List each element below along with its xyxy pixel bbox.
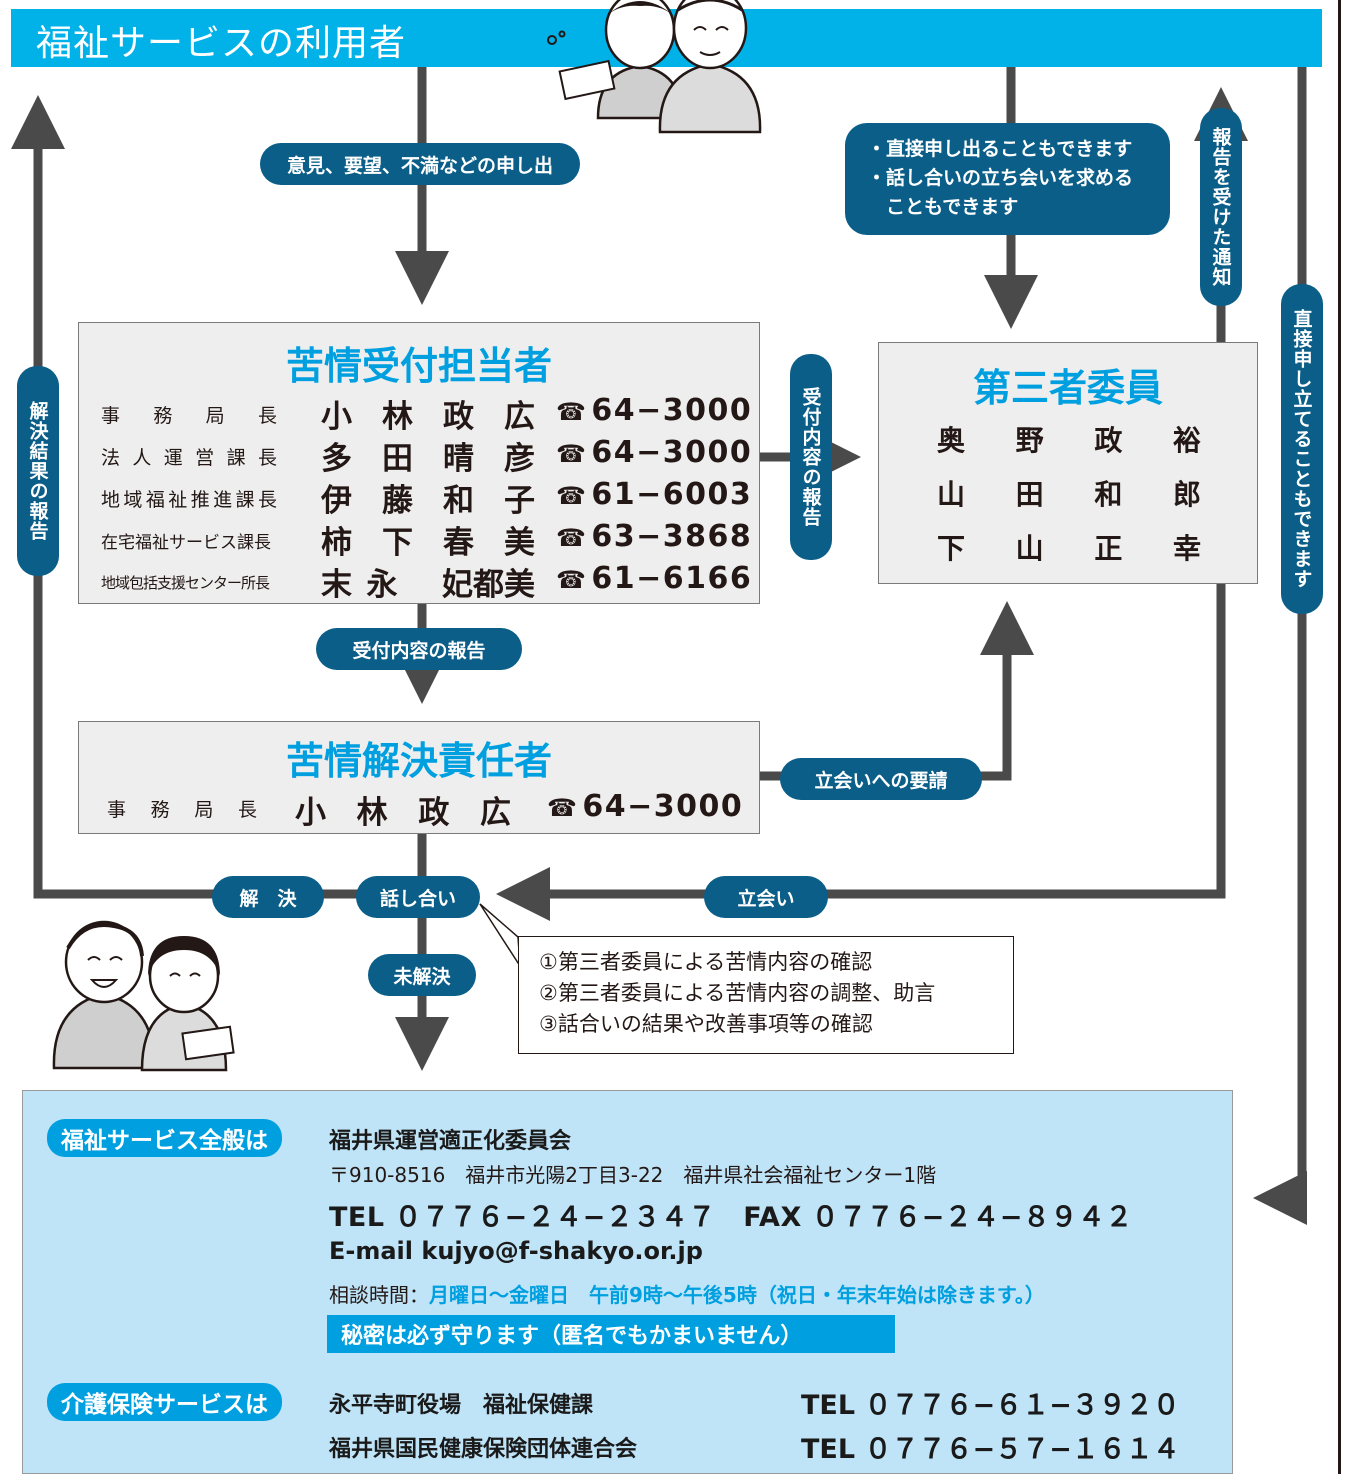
label-report-notice: 報告を受けた通知 xyxy=(1200,108,1242,306)
hours-value: 月曜日～金曜日 午前9時～午後5時（祝日・年末年始は除きます。） xyxy=(429,1283,1045,1307)
care-tel-1: TEL ０７７６−６１−３９２０ xyxy=(801,1390,1180,1421)
contact-panel: 福祉サービス全般は 福井県運営適正化委員会 〒910-8516 福井市光陽2丁目… xyxy=(22,1090,1233,1474)
receiver-role: 在宅福祉サービス課長 xyxy=(101,533,271,553)
receiver-phone: ☎63−3868 xyxy=(556,519,753,554)
receiver-role: 事務局長 xyxy=(101,405,277,427)
receiver-title: 苦情受付担当者 xyxy=(285,344,552,388)
committee-member: 下山正幸 xyxy=(937,532,1201,565)
label-report-to-committee: 受付内容の報告 xyxy=(790,354,832,560)
care-tel-2: TEL ０７７６−５７−１６１４ xyxy=(801,1434,1180,1465)
receiver-name: 多田晴彦 xyxy=(321,441,535,477)
resolver-role: 事務局長 xyxy=(107,799,257,821)
receiver-row: 事務局長 小林政広 ☎64−3000 xyxy=(101,389,751,435)
receiver-box: 苦情受付担当者 事務局長 小林政広 ☎64−3000 法人運営課長 多田晴彦 ☎… xyxy=(78,322,760,604)
receiver-name: 小林政広 xyxy=(321,399,535,435)
receiver-name: 末永妃都美 xyxy=(321,567,535,603)
phone-icon: ☎ xyxy=(556,524,588,552)
direct-note-line-1: ・直接申し出ることもできます xyxy=(867,138,1133,160)
receiver-row: 在宅福祉サービス課長 柿下春美 ☎63−3868 xyxy=(101,515,751,561)
receiver-role: 地域福祉推進課長 xyxy=(101,489,277,511)
receiver-phone: ☎61−6003 xyxy=(556,477,753,512)
receiver-row: 地域福祉推進課長 伊藤和子 ☎61−6003 xyxy=(101,473,751,519)
general-hours: 相談時間：月曜日～金曜日 午前9時～午後5時（祝日・年末年始は除きます。） xyxy=(329,1279,1045,1308)
receiver-row: 地域包括支援センター所長 末永妃都美 ☎61−6166 xyxy=(101,557,751,603)
direct-note-line-2: ・話し合いの立ち会いを求める xyxy=(867,167,1134,189)
general-org: 福井県運営適正化委員会 xyxy=(329,1129,572,1154)
label-direct-file: 直接申し立てることもできます xyxy=(1281,284,1323,614)
general-email: E-mail kujyo@f-shakyo.or.jp xyxy=(329,1237,703,1265)
care-org-2: 福井県国民健康保険団体連合会 xyxy=(329,1437,638,1462)
label-report-to-resolver: 受付内容の報告 xyxy=(316,628,522,670)
label-witness: 立会い xyxy=(704,876,828,918)
care-label: 介護保険サービスは xyxy=(47,1383,282,1421)
arrow-direct-file xyxy=(1253,67,1307,1225)
direct-note-line-3: こともできます xyxy=(867,196,1019,218)
phone-icon: ☎ xyxy=(556,440,588,468)
callout-step-3: ③話合いの結果や改善事項等の確認 xyxy=(539,1012,873,1036)
general-tel-fax: TEL ０７７６−２４−２３４７ FAX ０７７６−２４−８９４２ xyxy=(329,1202,1133,1233)
receiver-row: 法人運営課長 多田晴彦 ☎64−3000 xyxy=(101,431,751,477)
resolver-title: 苦情解決責任者 xyxy=(285,739,552,783)
hours-label: 相談時間： xyxy=(329,1283,429,1307)
general-address: 〒910-8516 福井市光陽2丁目3-22 福井県社会福祉センター1階 xyxy=(329,1163,937,1187)
receiver-name: 伊藤和子 xyxy=(321,483,535,519)
receiver-role: 法人運営課長 xyxy=(101,447,277,469)
callout-step-2: ②第三者委員による苦情内容の調整、助言 xyxy=(539,981,936,1005)
label-resolved: 解 決 xyxy=(212,876,324,918)
committee-member: 奥野政裕 xyxy=(937,424,1201,457)
receiver-name: 柿下春美 xyxy=(321,525,535,561)
phone-icon: ☎ xyxy=(556,398,588,426)
couple-illustration-top xyxy=(547,0,762,134)
general-label: 福祉サービス全般は xyxy=(47,1119,282,1157)
receiver-role: 地域包括支援センター所長 xyxy=(101,574,270,592)
label-discussion: 話し合い xyxy=(356,876,480,918)
committee-title: 第三者委員 xyxy=(972,366,1163,410)
arrow-witness-request xyxy=(760,601,1034,781)
secrecy-banner: 秘密は必ず守ります（匿名でもかまいません） xyxy=(327,1315,895,1353)
label-resolution-report: 解決結果の報告 xyxy=(17,366,59,576)
receiver-phone: ☎64−3000 xyxy=(556,393,753,428)
label-opinion: 意見、要望、不満などの申し出 xyxy=(260,143,580,185)
receiver-phone: ☎64−3000 xyxy=(556,435,753,470)
receiver-phone: ☎61−6166 xyxy=(556,561,753,596)
care-org-1: 永平寺町役場 福祉保健課 xyxy=(329,1393,594,1418)
phone-icon: ☎ xyxy=(556,482,588,510)
page-edge-rule xyxy=(1338,0,1341,1474)
resolver-box: 苦情解決責任者 事務局長 小林政広 ☎64−3000 xyxy=(78,721,760,834)
callout-step-1: ①第三者委員による苦情内容の確認 xyxy=(539,950,873,974)
phone-icon: ☎ xyxy=(547,794,579,822)
label-unresolved: 未解決 xyxy=(368,954,476,996)
label-witness-request: 立会いへの要請 xyxy=(780,758,982,800)
committee-box: 第三者委員 奥野政裕 山田和郎 下山正幸 xyxy=(878,342,1258,584)
resolver-phone: ☎64−3000 xyxy=(547,789,744,824)
phone-icon: ☎ xyxy=(556,566,588,594)
page-title: 福祉サービスの利用者 xyxy=(36,23,407,64)
committee-member: 山田和郎 xyxy=(937,478,1201,511)
couple-illustration-bottom xyxy=(52,920,235,1072)
callout-steps: ①第三者委員による苦情内容の確認 ②第三者委員による苦情内容の調整、助言 ③話合… xyxy=(518,936,1014,1054)
resolver-name: 小林政広 xyxy=(295,795,511,831)
label-direct-note: ・直接申し出ることもできます ・話し合いの立ち会いを求める こともできます xyxy=(845,123,1170,235)
